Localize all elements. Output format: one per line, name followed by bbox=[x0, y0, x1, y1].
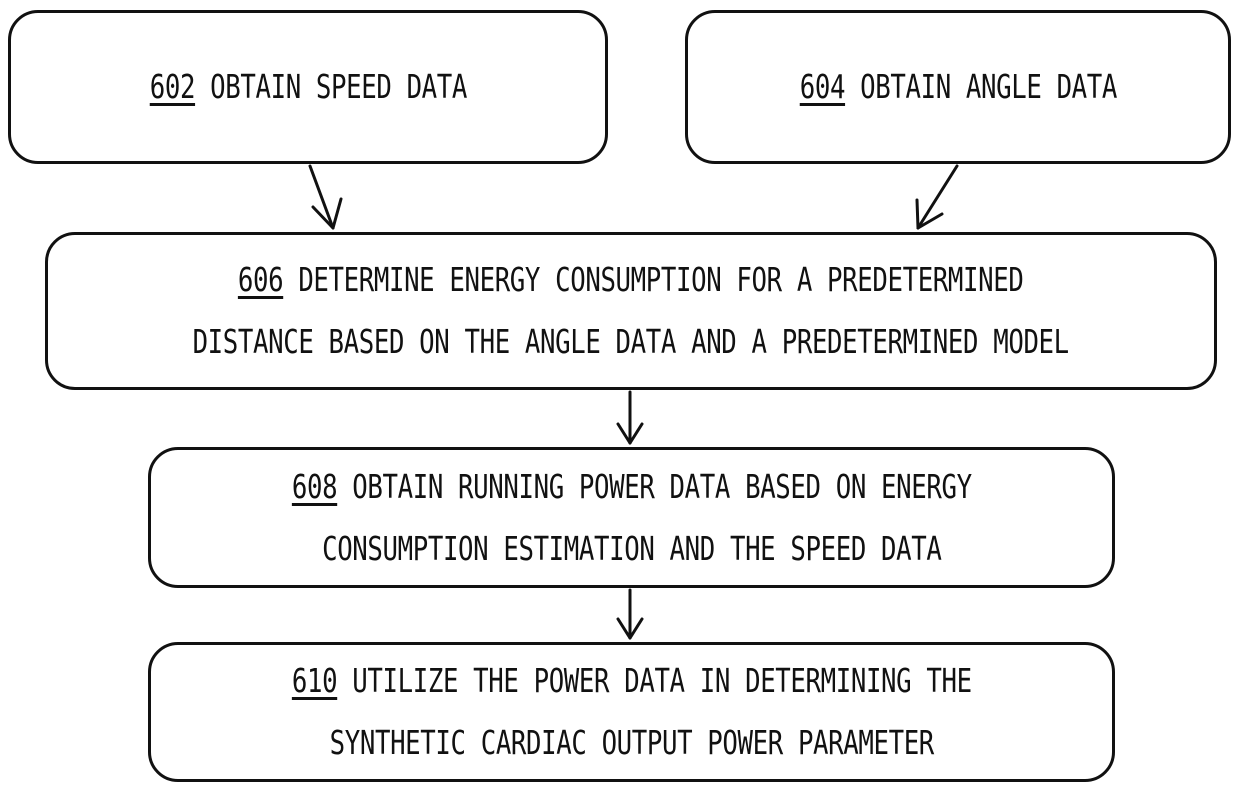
step-610-text: 610 UTILIZE THE POWER DATA IN DETERMININ… bbox=[292, 650, 972, 774]
arrow-602-to-606 bbox=[310, 166, 341, 228]
step-608-label-line-1: OBTAIN RUNNING POWER DATA BASED ON ENERG… bbox=[352, 467, 971, 506]
step-602-line-1: 602 OBTAIN SPEED DATA bbox=[149, 56, 466, 118]
step-608-line-2: CONSUMPTION ESTIMATION AND THE SPEED DAT… bbox=[292, 518, 972, 580]
step-608-text: 608 OBTAIN RUNNING POWER DATA BASED ON E… bbox=[292, 456, 972, 580]
step-608-line-1: 608 OBTAIN RUNNING POWER DATA BASED ON E… bbox=[292, 456, 972, 518]
arrow-608-to-610 bbox=[618, 590, 642, 638]
step-608-box: 608 OBTAIN RUNNING POWER DATA BASED ON E… bbox=[148, 447, 1115, 588]
step-606-text: 606 DETERMINE ENERGY CONSUMPTION FOR A P… bbox=[193, 249, 1069, 373]
step-604-ref: 604 bbox=[799, 67, 844, 106]
step-608-ref: 608 bbox=[292, 467, 337, 506]
step-606-line-1: 606 DETERMINE ENERGY CONSUMPTION FOR A P… bbox=[193, 249, 1069, 311]
step-604-text: 604 OBTAIN ANGLE DATA bbox=[799, 56, 1116, 118]
step-610-label-line-1: UTILIZE THE POWER DATA IN DETERMINING TH… bbox=[352, 661, 971, 700]
step-602-ref: 602 bbox=[149, 67, 194, 106]
step-604-line-1: 604 OBTAIN ANGLE DATA bbox=[799, 56, 1116, 118]
step-604-box: 604 OBTAIN ANGLE DATA bbox=[685, 10, 1231, 164]
arrow-604-to-606 bbox=[917, 166, 957, 228]
step-606-line-2: DISTANCE BASED ON THE ANGLE DATA AND A P… bbox=[193, 311, 1069, 373]
step-610-line-2: SYNTHETIC CARDIAC OUTPUT POWER PARAMETER bbox=[292, 712, 972, 774]
step-602-label: OBTAIN SPEED DATA bbox=[210, 67, 467, 106]
step-606-box: 606 DETERMINE ENERGY CONSUMPTION FOR A P… bbox=[45, 232, 1217, 390]
step-602-box: 602 OBTAIN SPEED DATA bbox=[8, 10, 608, 164]
step-610-ref: 610 bbox=[292, 661, 337, 700]
step-610-box: 610 UTILIZE THE POWER DATA IN DETERMININ… bbox=[148, 642, 1115, 782]
step-610-line-1: 610 UTILIZE THE POWER DATA IN DETERMININ… bbox=[292, 650, 972, 712]
step-606-label-line-1: DETERMINE ENERGY CONSUMPTION FOR A PREDE… bbox=[299, 260, 1024, 299]
step-604-label: OBTAIN ANGLE DATA bbox=[860, 67, 1117, 106]
step-606-ref: 606 bbox=[238, 260, 283, 299]
step-602-text: 602 OBTAIN SPEED DATA bbox=[149, 56, 466, 118]
arrow-606-to-608 bbox=[618, 392, 642, 443]
